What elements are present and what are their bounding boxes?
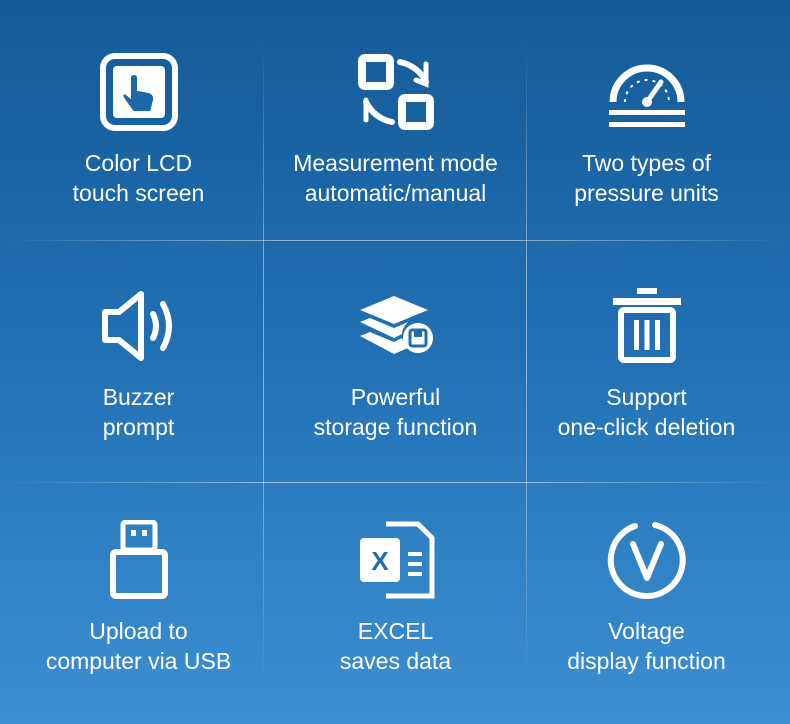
excel-icon: X (356, 520, 436, 600)
trash-icon (607, 286, 687, 366)
svg-text:X: X (371, 546, 389, 576)
storage-layers-icon (356, 286, 436, 366)
divider (0, 482, 790, 483)
speaker-icon (99, 286, 179, 366)
divider (0, 240, 790, 241)
mode-switch-icon (356, 52, 436, 132)
touch-screen-icon (99, 52, 179, 132)
divider (526, 40, 527, 684)
divider (263, 40, 264, 684)
pressure-gauge-icon (607, 52, 687, 132)
usb-icon (99, 520, 179, 600)
voltage-icon (607, 520, 687, 600)
